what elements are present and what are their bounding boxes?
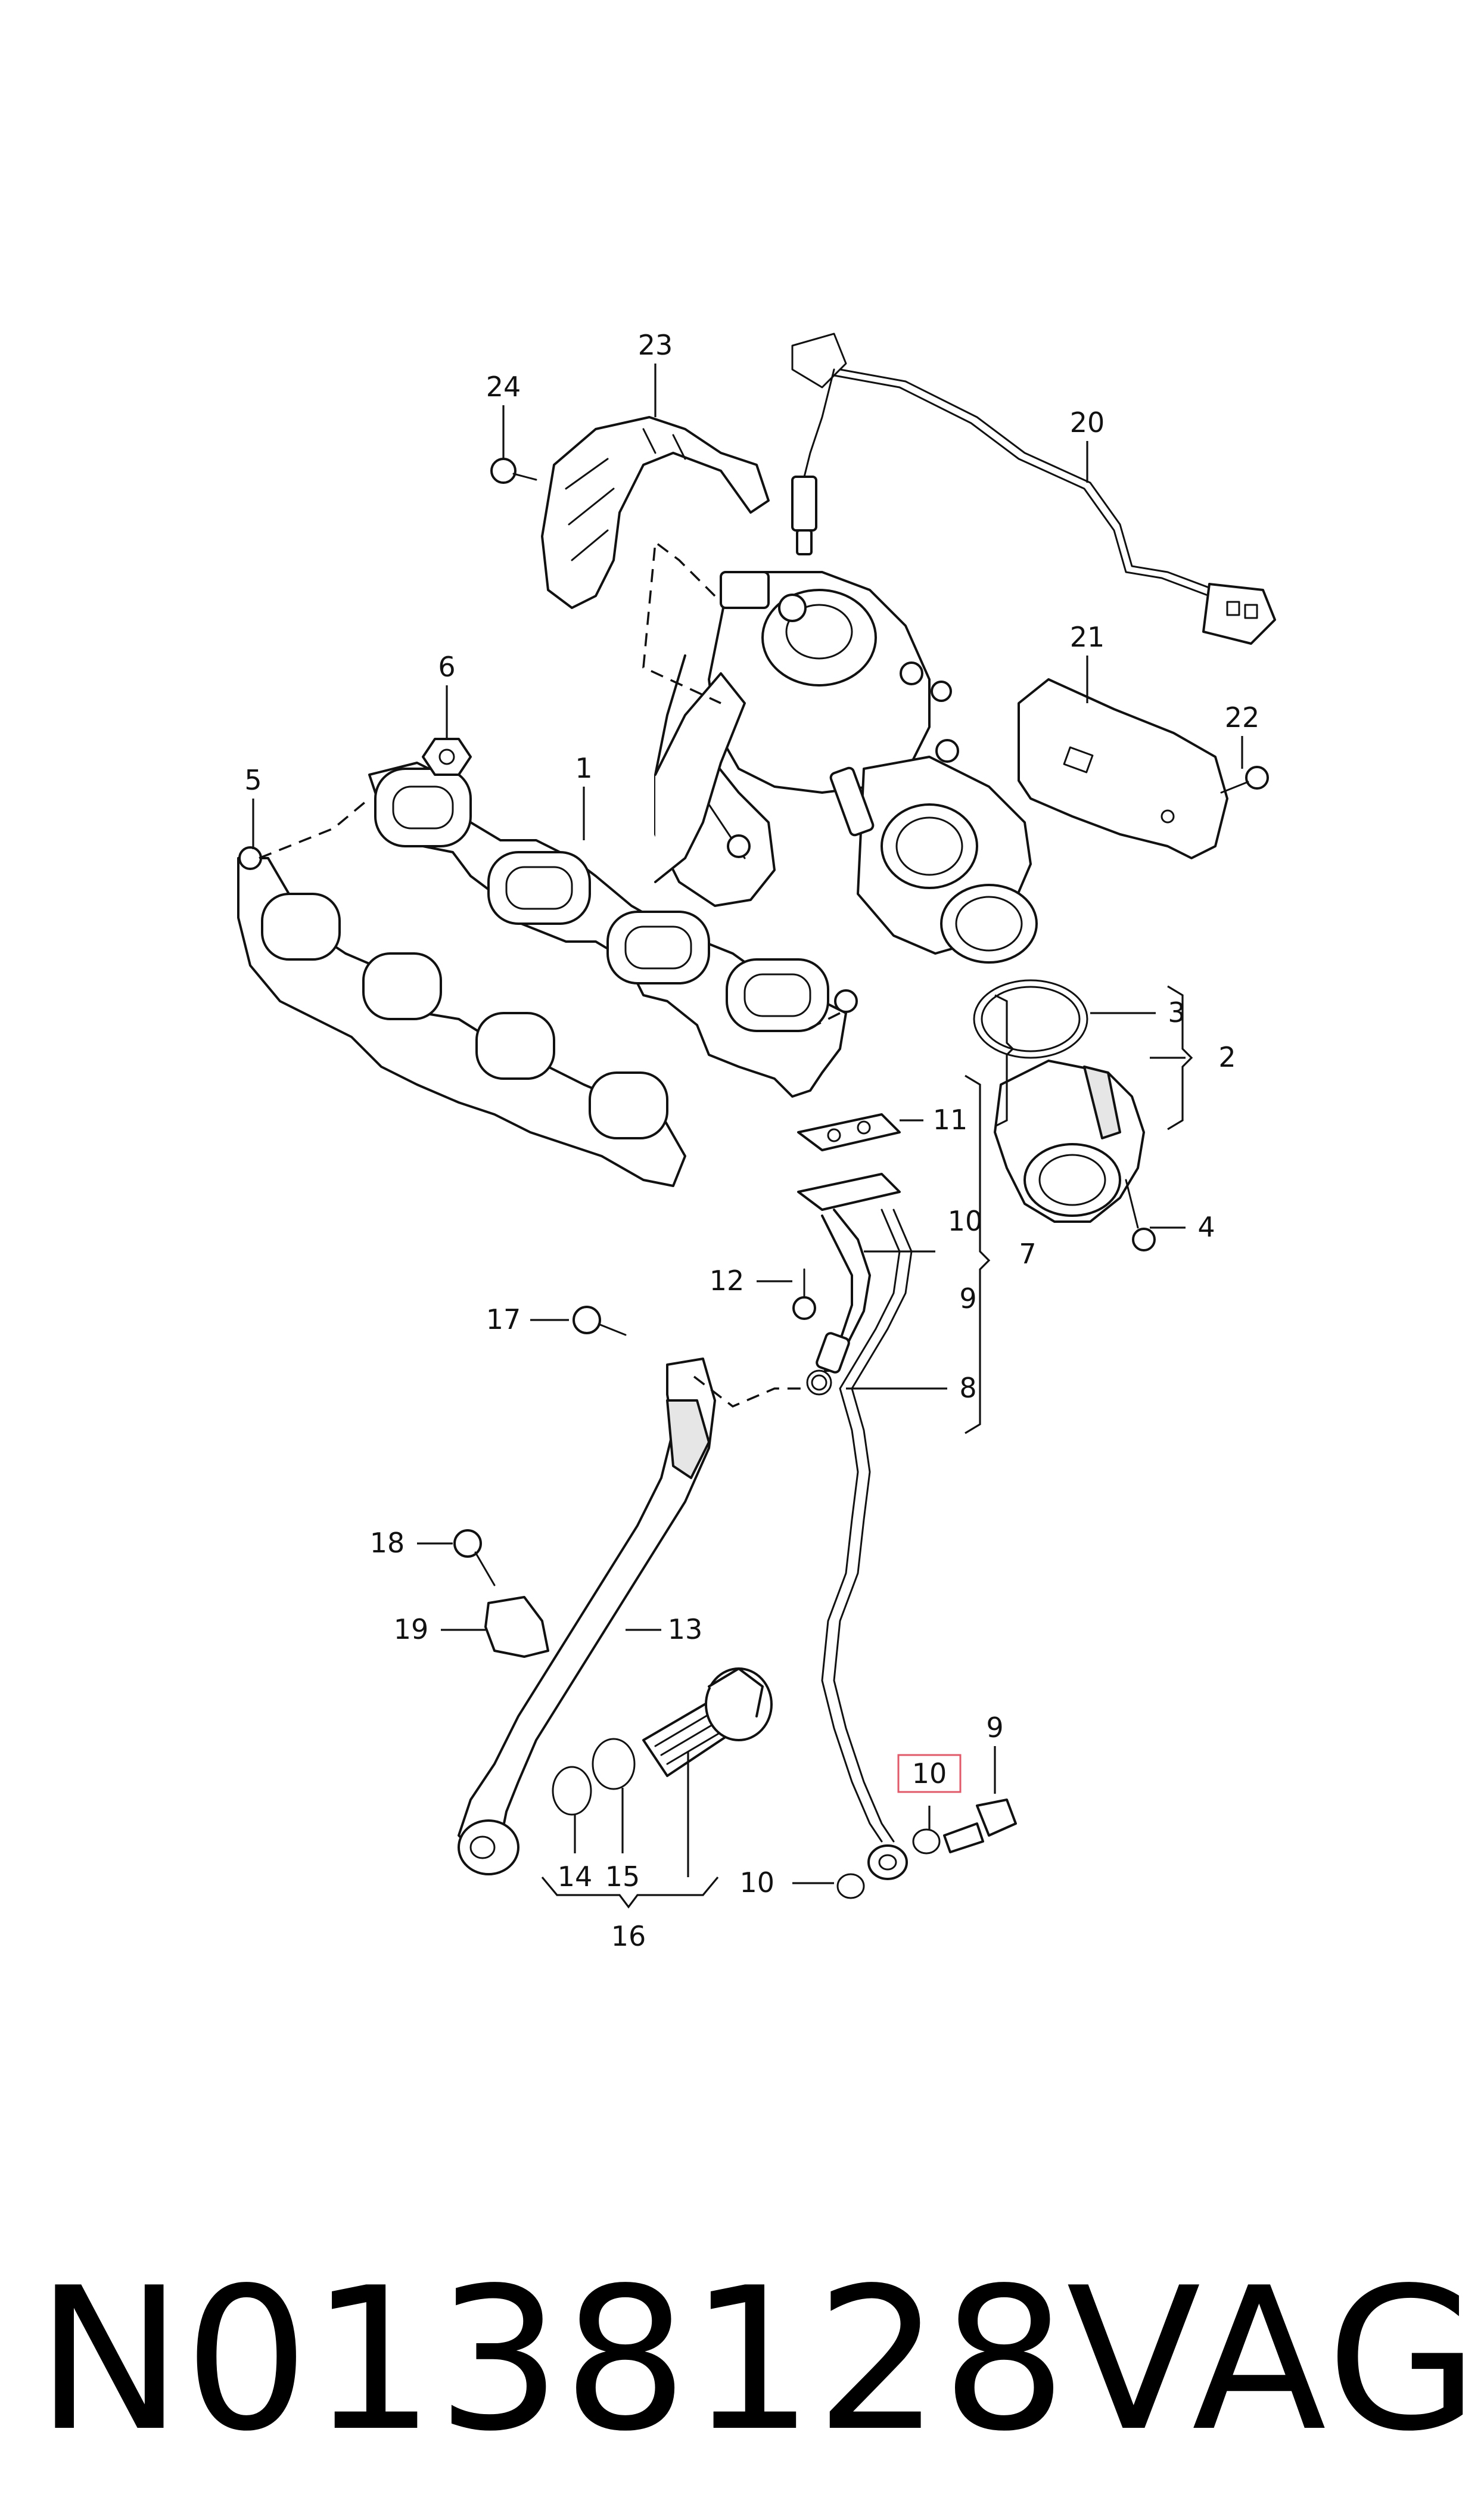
highlighted-callout-10[interactable]: 10 [897,1754,962,1793]
bolt-part-22 [1220,766,1269,794]
callout-16[interactable]: 16 [611,1920,646,1952]
connecting-pipe-part-2 [994,1060,1145,1223]
callout-15[interactable]: 15 [605,1860,640,1893]
nut-part-6 [422,738,472,776]
brand-name: VAG [1066,2245,1483,2474]
callout-9-upper[interactable]: 9 [959,1282,976,1315]
manifold-gasket-part-5 [237,846,686,1187]
callout-23[interactable]: 23 [638,329,673,361]
footer: N0138128 VAG [0,2241,1484,2479]
oil-return-pipe-part-7 [797,1173,901,1374]
clamp-part-19 [484,1596,549,1658]
callout-21[interactable]: 21 [1070,621,1105,653]
callout-17[interactable]: 17 [486,1303,521,1335]
exploded-parts-diagram: 23 24 20 6 21 22 5 1 3 2 11 4 10 7 12 9 … [237,329,1276,1952]
callout-14[interactable]: 14 [558,1860,593,1893]
callout-22[interactable]: 22 [1225,701,1260,734]
callout-3[interactable]: 3 [1168,996,1185,1029]
callout-10-lower-left[interactable]: 10 [739,1866,774,1899]
callout-labels: 23 24 20 6 21 22 5 1 3 2 11 4 10 7 12 9 … [244,329,1259,1952]
callout-10-upper[interactable]: 10 [948,1205,983,1237]
bolt-part-4 [1125,1179,1156,1251]
callout-18[interactable]: 18 [370,1527,405,1559]
support-bracket-part-13 [458,1358,716,1875]
bolt-part-12 [792,1268,816,1320]
bolt-part-17 [573,1306,627,1336]
o-ring-part-3 [973,979,1088,1059]
callout-19[interactable]: 19 [394,1613,429,1645]
banjo-fitting-lower [836,1799,1017,1899]
highlighted-callout-label: 10 [912,1757,947,1790]
callout-1[interactable]: 1 [575,752,592,784]
callout-11[interactable]: 11 [933,1104,968,1136]
callout-9-lower[interactable]: 9 [986,1712,1003,1744]
callout-24[interactable]: 24 [486,371,521,403]
callout-8[interactable]: 8 [959,1372,976,1404]
heat-shield-part-23 [541,416,770,609]
part-number: N0138128 [36,2245,1068,2474]
bolt-part-24 [490,458,537,484]
banjo-bolt-part-16 [642,1667,773,1777]
bracket-part-21 [1018,678,1228,859]
callout-12[interactable]: 12 [710,1265,745,1297]
callout-4[interactable]: 4 [1197,1211,1215,1243]
callout-20[interactable]: 20 [1070,406,1105,439]
callout-6[interactable]: 6 [438,651,455,683]
callout-2[interactable]: 2 [1218,1041,1236,1073]
callout-7[interactable]: 7 [1019,1238,1036,1270]
oil-supply-line-part-9 [821,1209,913,1843]
seal-ring-part-14 [552,1766,592,1816]
exhaust-manifold-part-1 [368,672,847,1098]
callout-13[interactable]: 13 [668,1613,703,1645]
seal-part-8 [806,1369,832,1396]
callout-5[interactable]: 5 [244,764,262,796]
gasket-part-11 [797,1113,901,1151]
sensor-wire-part-20 [791,333,1276,645]
bolt-part-18 [453,1529,496,1586]
seal-ring-part-15 [592,1738,636,1790]
